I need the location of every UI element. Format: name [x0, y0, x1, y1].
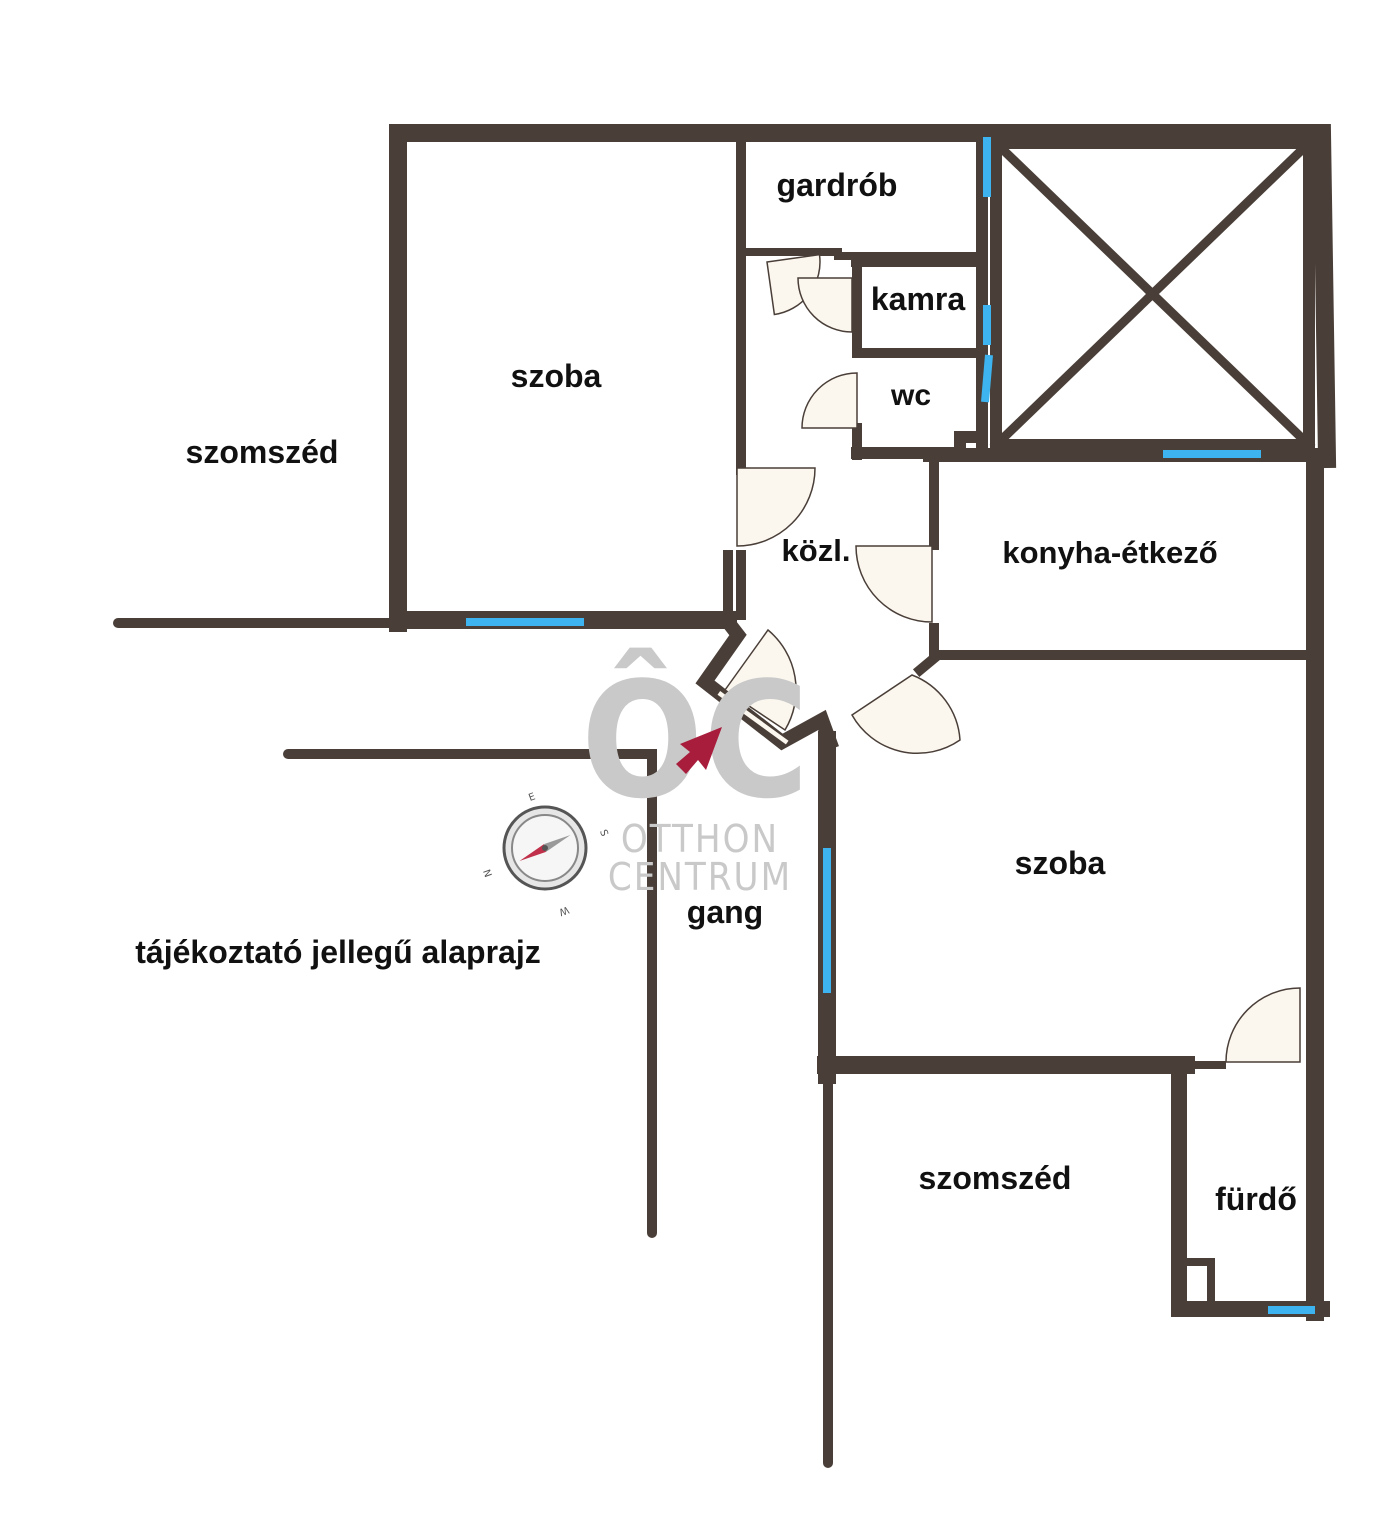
room-label-kamra: kamra [871, 281, 966, 317]
room-labels: szoba gardrób kamra wc közl. konyha-étke… [135, 167, 1297, 1217]
neighbour-label-left: szomszéd [186, 434, 339, 470]
entrance-arrow-icon [676, 727, 722, 774]
door-szoba-right [851, 674, 961, 754]
wall-konyha-bottom [912, 650, 1310, 678]
compass-letter-s: S [597, 828, 610, 838]
room-label-gang: gang [687, 894, 763, 930]
wall-wc-bottom [851, 431, 981, 459]
compass-needle-red [519, 844, 547, 862]
door-szoba-top [736, 467, 816, 547]
neighbour-label-bottom: szomszéd [919, 1160, 1072, 1196]
compass-icon: E S W N [482, 791, 609, 917]
compass-needle-grey [543, 834, 571, 852]
door-konyha [855, 545, 933, 623]
room-label-gardrob: gardrób [777, 167, 898, 203]
room-label-konyha: konyha-étkező [1002, 535, 1217, 570]
watermark-line1: OTTHON [621, 817, 779, 861]
door-furdo [1225, 987, 1301, 1063]
plan-disclaimer: tájékoztató jellegű alaprajz [135, 934, 540, 970]
doors [715, 253, 1301, 1063]
otthon-centrum-watermark: ÔC OTTHON CENTRUM [581, 646, 809, 899]
wall-top-left [389, 124, 1337, 632]
door-wc [801, 372, 858, 429]
room-label-furdo: fürdő [1215, 1181, 1297, 1217]
room-label-szoba-right: szoba [1015, 845, 1106, 881]
compass-letter-n: N [482, 867, 495, 878]
bath-shower-stub [1182, 1258, 1215, 1306]
compass-letter-w: W [557, 903, 570, 917]
outside-lines [113, 618, 833, 1468]
door-entrance [723, 628, 797, 732]
room-label-szoba-top: szoba [511, 358, 602, 394]
shaft-diagonal-2 [989, 136, 1316, 452]
compass-letter-e: E [527, 791, 537, 804]
windows [466, 137, 1315, 1314]
outside-line-gang-left [283, 749, 657, 1238]
window-wc [981, 354, 993, 403]
door-entrance-threshold [715, 688, 791, 747]
room-label-kozl: közl. [782, 533, 851, 568]
door-kamra [797, 277, 853, 333]
room-label-wc: wc [890, 379, 931, 412]
watermark-line2: CENTRUM [608, 855, 792, 899]
